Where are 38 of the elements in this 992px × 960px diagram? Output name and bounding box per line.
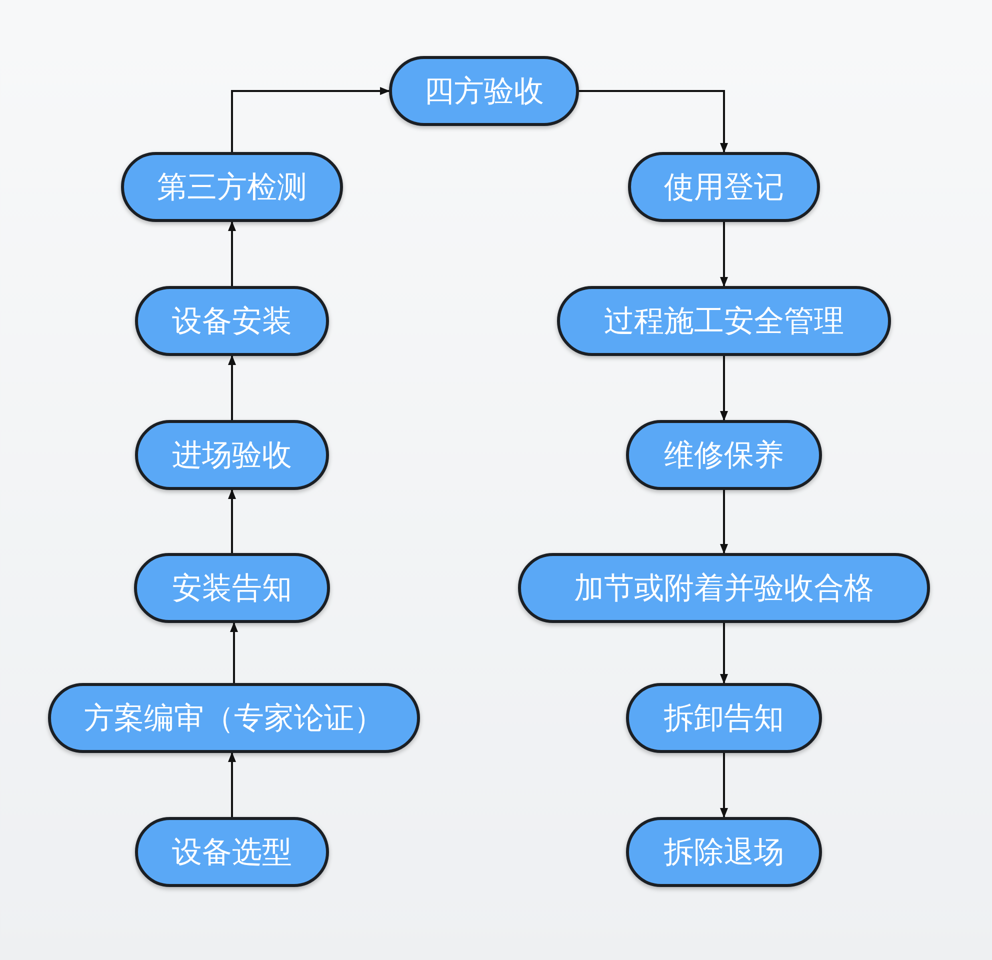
process-pill bbox=[628, 152, 820, 222]
process-pill bbox=[134, 553, 330, 623]
process-pill bbox=[557, 286, 891, 356]
process-pill bbox=[135, 420, 329, 490]
arrow bbox=[579, 90, 728, 153]
step-label: 拆卸告知 bbox=[664, 702, 784, 734]
step-label: 第三方检测 bbox=[157, 170, 307, 204]
arrow bbox=[720, 356, 728, 421]
process-pill bbox=[626, 817, 822, 887]
arrow bbox=[720, 753, 728, 818]
step-label: 四方验收 bbox=[424, 74, 544, 108]
arrow bbox=[228, 489, 236, 553]
process-pill bbox=[135, 286, 329, 356]
step-label: 维修保养 bbox=[664, 438, 784, 472]
step-label: 安装告知 bbox=[172, 572, 292, 604]
arrow bbox=[231, 87, 390, 152]
step-label: 使用登记 bbox=[664, 170, 784, 204]
step-label: 拆除退场 bbox=[664, 836, 784, 868]
arrow bbox=[228, 221, 236, 286]
step-label: 设备安装 bbox=[172, 304, 292, 338]
step-label: 设备选型 bbox=[172, 836, 292, 868]
process-pill bbox=[121, 152, 343, 222]
process-pill bbox=[626, 420, 822, 490]
process-pill bbox=[48, 683, 420, 753]
process-pill bbox=[389, 56, 579, 126]
arrow bbox=[720, 222, 728, 287]
step-label: 进场验收 bbox=[172, 438, 292, 472]
process-pill bbox=[626, 683, 822, 753]
step-label: 方案编审（专家论证） bbox=[84, 702, 384, 734]
arrow bbox=[228, 752, 236, 817]
process-pill bbox=[135, 817, 329, 887]
arrow bbox=[228, 355, 236, 420]
arrow bbox=[230, 622, 238, 683]
arrow bbox=[720, 623, 728, 684]
process-pill bbox=[518, 553, 930, 623]
arrow bbox=[720, 490, 728, 554]
step-label: 过程施工安全管理 bbox=[604, 304, 844, 338]
step-label: 加节或附着并验收合格 bbox=[574, 572, 874, 604]
